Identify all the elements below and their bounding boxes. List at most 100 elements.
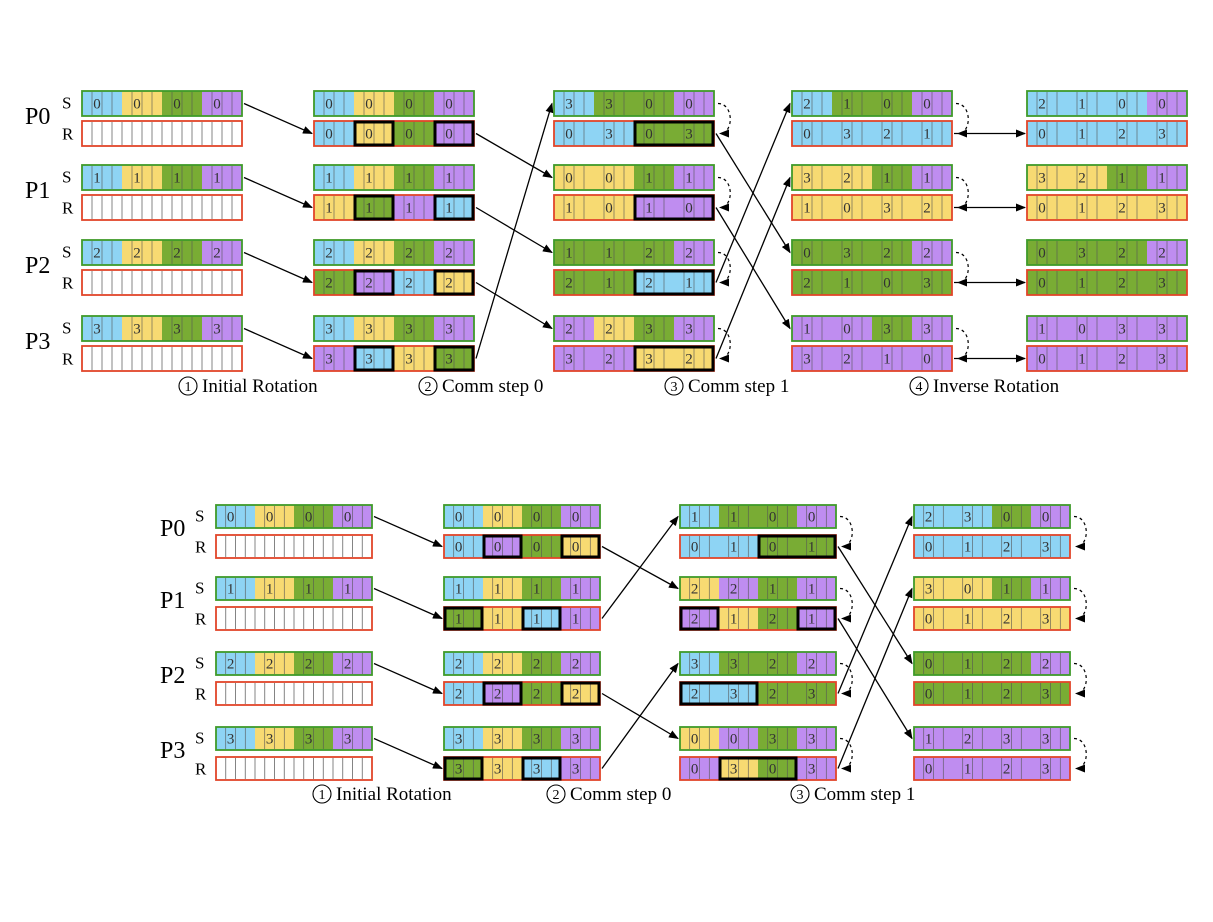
recv-buffer-highlight-box — [433, 120, 475, 147]
send-buffer-cell-value: 3 — [227, 732, 235, 748]
send-buffer-cell-value: 0 — [1078, 322, 1086, 338]
self-copy-arrow — [1073, 662, 1087, 698]
recv-buffer-cell-value: 2 — [565, 276, 573, 292]
send-buffer-cell-value: 2 — [1042, 657, 1050, 673]
recv-buffer-letter: R — [195, 685, 207, 704]
recv-buffer-cell-value: 3 — [883, 201, 891, 217]
transfer-arrow — [373, 737, 443, 770]
send-buffer-cell-value: 1 — [685, 171, 693, 187]
step-number: 2 — [553, 788, 560, 803]
recv-buffer-highlight-box — [433, 194, 475, 221]
send-buffer-cell-value: 1 — [213, 171, 221, 187]
send-buffer-cell-value: 3 — [843, 246, 851, 262]
send-buffer-frame — [1026, 239, 1188, 266]
recv-buffer — [215, 606, 373, 631]
recv-buffer-cell-value: 1 — [455, 612, 463, 628]
recv-buffer-cell-value: 2 — [1118, 352, 1126, 368]
process-label-p0: P0 — [25, 104, 50, 130]
recv-buffer-cell-value: 1 — [808, 540, 816, 556]
send-buffer-cell-value: 3 — [685, 322, 693, 338]
step-title: Initial Rotation — [202, 376, 318, 397]
recv-buffer-cell-value: 3 — [808, 762, 816, 778]
recv-buffer-cell-value: 1 — [964, 612, 972, 628]
recv-buffer-cell-value: 3 — [1042, 687, 1050, 703]
self-copy-arrow — [955, 102, 969, 138]
step-number-circle — [909, 376, 929, 396]
send-buffer-cell-value: 1 — [565, 246, 573, 262]
send-buffer-cell-value: 0 — [213, 97, 221, 113]
send-buffer-cell-value: 0 — [93, 97, 101, 113]
send-buffer-cell-value: 1 — [344, 582, 352, 598]
send-buffer-cell-value: 2 — [685, 246, 693, 262]
send-buffer-frame — [443, 726, 601, 751]
send-buffer-letter: S — [195, 654, 204, 673]
step-number: 2 — [425, 380, 432, 395]
recv-buffer-frame — [791, 269, 953, 296]
send-buffer-cell-value: 2 — [1118, 246, 1126, 262]
recv-buffer-frame — [913, 756, 1071, 781]
recv-buffer-cell-value: 2 — [1003, 540, 1011, 556]
recv-buffer-cell-value: 3 — [685, 127, 693, 143]
recv-buffer-cell-value: 2 — [923, 201, 931, 217]
recv-buffer-cell-value: 3 — [1042, 762, 1050, 778]
send-buffer-cell-value: 0 — [227, 510, 235, 526]
send-buffer-cell-value: 1 — [883, 171, 891, 187]
recv-buffer-cell-value: 0 — [925, 540, 933, 556]
send-buffer-cell-value: 3 — [730, 657, 738, 673]
send-buffer-cell-value: 1 — [405, 171, 413, 187]
send-buffer-cell-value: 1 — [1158, 171, 1166, 187]
send-buffer-cell-value: 0 — [173, 97, 181, 113]
step-number: 4 — [916, 380, 923, 395]
send-buffer-cell-value: 2 — [325, 246, 333, 262]
recv-buffer-cell-value: 0 — [605, 201, 613, 217]
send-buffer-frame — [791, 315, 953, 342]
recv-buffer-cell-value: 1 — [1078, 276, 1086, 292]
send-buffer-cell-value: 3 — [1078, 246, 1086, 262]
recv-buffer-cell-value: 1 — [808, 612, 816, 628]
send-buffer-cell-value: 3 — [691, 657, 699, 673]
recv-buffer — [81, 120, 243, 147]
send-buffer-cell-value: 0 — [133, 97, 141, 113]
recv-buffer-cell-value: 0 — [1038, 276, 1046, 292]
send-buffer-cell-value: 3 — [325, 322, 333, 338]
send-buffer-cell-value: 0 — [325, 97, 333, 113]
recv-buffer-cell-value: 0 — [645, 127, 653, 143]
send-buffer-cell-value: 3 — [305, 732, 313, 748]
send-buffer-frame — [313, 164, 475, 191]
recv-buffer-cell-value: 3 — [455, 762, 463, 778]
recv-buffer-highlight-box — [353, 194, 395, 221]
send-buffer-cell-value: 2 — [923, 246, 931, 262]
recv-buffer-cell-value: 1 — [964, 687, 972, 703]
self-copy-arrow — [839, 662, 853, 698]
recv-buffer — [215, 534, 373, 559]
send-buffer-cell-value: 2 — [883, 246, 891, 262]
send-buffer-cell-value: 3 — [1118, 322, 1126, 338]
send-buffer-cell-value: 1 — [691, 510, 699, 526]
send-buffer-frame — [791, 239, 953, 266]
recv-buffer-cell-value: 3 — [1042, 612, 1050, 628]
process-label-p2: P2 — [25, 253, 50, 279]
self-copy-arrow — [1073, 515, 1087, 551]
recv-buffer-cell-value: 0 — [365, 127, 373, 143]
recv-buffer-cell-value: 3 — [565, 352, 573, 368]
send-buffer-frame — [443, 504, 601, 529]
recv-buffer-cell-value: 0 — [685, 201, 693, 217]
recv-buffer-cell-value: 2 — [1003, 612, 1011, 628]
send-buffer-cell-value: 0 — [1038, 246, 1046, 262]
